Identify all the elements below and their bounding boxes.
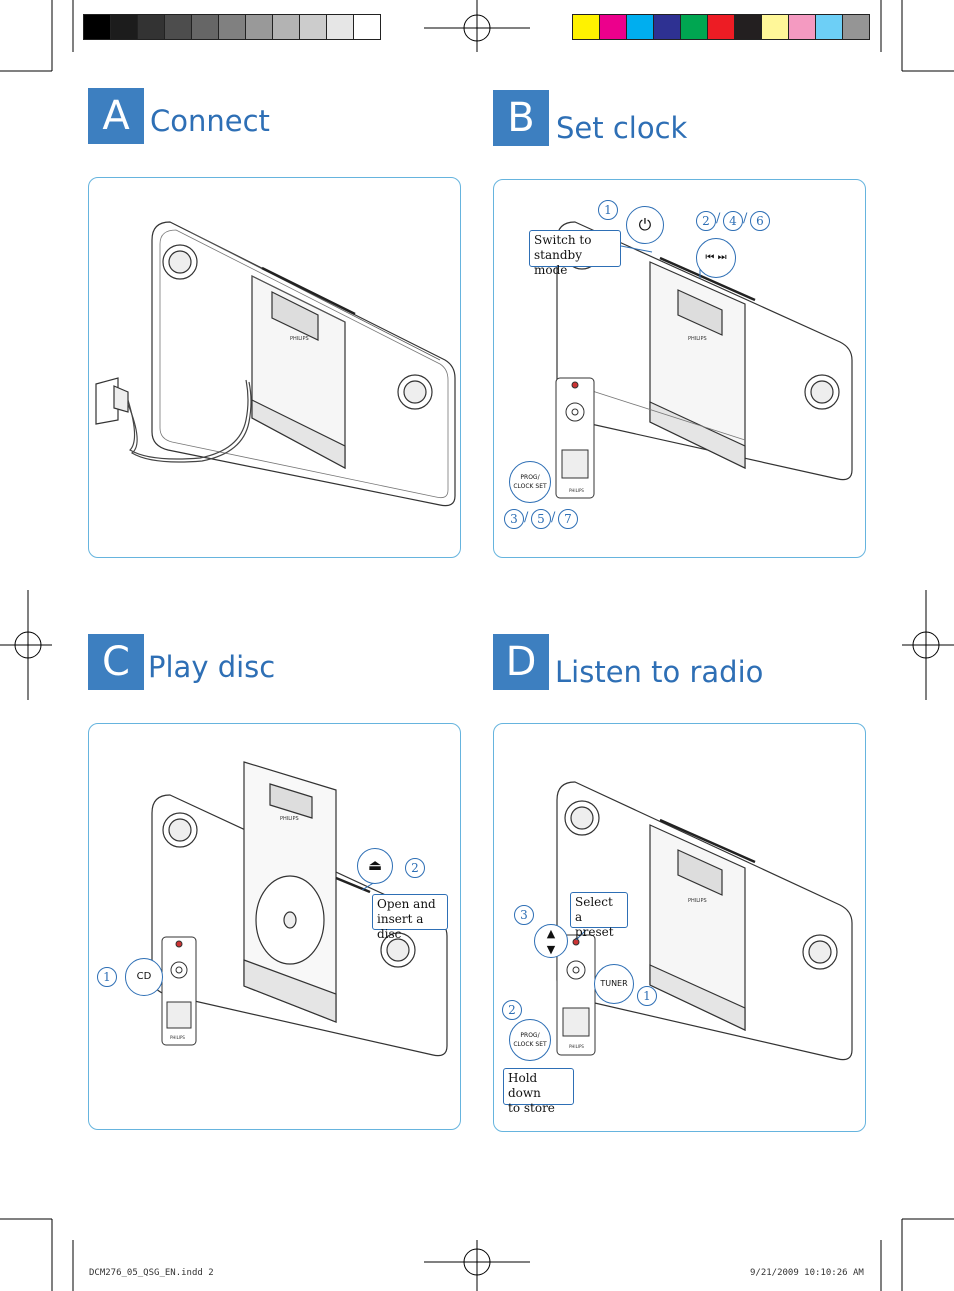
device-brand-a: PHILIPS — [290, 336, 309, 342]
step-number-2: 2 — [405, 858, 425, 878]
section-c-title: Play disc — [148, 650, 276, 684]
calibration-swatch — [734, 14, 762, 40]
remote-brand-b: PHILIPS — [569, 488, 584, 493]
calibration-swatch — [245, 14, 273, 40]
calibration-swatch — [353, 14, 381, 40]
callout-hold-line1: Hold down — [508, 1071, 541, 1100]
step-separator: / — [524, 510, 529, 525]
step-number-3: 3 — [504, 509, 524, 529]
calibration-swatch — [815, 14, 843, 40]
cd-button: CD — [125, 958, 163, 996]
step-separator: / — [716, 211, 721, 226]
calibration-swatch — [110, 14, 138, 40]
calibration-swatch — [788, 14, 816, 40]
step-number-1: 1 — [97, 967, 117, 987]
panel-listen-radio — [493, 723, 866, 1132]
calibration-swatch — [761, 14, 789, 40]
step-number-1: 1 — [598, 200, 618, 220]
step-number-2: 2 — [502, 1000, 522, 1020]
step-number-2: 2 — [696, 211, 716, 231]
calibration-swatch — [326, 14, 354, 40]
calibration-swatch — [599, 14, 627, 40]
prog-label-line2: CLOCK SET — [513, 1041, 547, 1048]
section-d-title: Listen to radio — [555, 655, 764, 689]
preset-up-down-icon: ▲▼ — [534, 924, 568, 958]
step-separator: / — [743, 211, 748, 226]
remote-brand-c: PHILIPS — [170, 1035, 185, 1040]
device-brand-c: PHILIPS — [280, 816, 299, 822]
section-b-title: Set clock — [556, 111, 688, 145]
step-number-6: 6 — [750, 211, 770, 231]
section-c-letter: C — [88, 634, 144, 690]
eject-icon: ⏏ — [357, 848, 393, 884]
callout-select-preset: Select a preset — [570, 892, 628, 939]
section-d-letter: D — [493, 634, 549, 690]
callout-hold-down: Hold down to store — [503, 1068, 574, 1115]
power-icon: ⏻ — [626, 206, 664, 244]
prog-label-line2: CLOCK SET — [513, 483, 547, 490]
section-a-title: Connect — [150, 104, 270, 138]
calibration-swatch — [272, 14, 300, 40]
callout-open-line2: insert a disc — [377, 912, 424, 941]
step-number-7: 7 — [558, 509, 578, 529]
calibration-swatch — [680, 14, 708, 40]
device-brand-d: PHILIPS — [688, 898, 707, 904]
calibration-swatch — [299, 14, 327, 40]
step-separator: / — [551, 510, 556, 525]
footer-filename: DCM276_05_QSG_EN.indd 2 — [89, 1268, 214, 1278]
callout-hold-line2: to store — [508, 1101, 555, 1115]
footer-datetime: 9/21/2009 10:10:26 AM — [750, 1268, 864, 1278]
prog-clock-set-button-b: PROG/ CLOCK SET — [509, 461, 551, 503]
remote-brand-d: PHILIPS — [569, 1044, 584, 1049]
callout-open-insert: Open and insert a disc — [372, 894, 448, 941]
calibration-swatch — [842, 14, 870, 40]
skip-prev-next-icon: ⏮ ⏭ — [696, 238, 736, 278]
calibration-swatch — [653, 14, 681, 40]
callout-select-line2: a preset — [575, 910, 614, 939]
callout-standby: Switch to standby mode — [529, 230, 621, 277]
calibration-swatch — [137, 14, 165, 40]
step-number-1: 1 — [637, 986, 657, 1006]
panel-play-disc — [88, 723, 461, 1130]
callout-open-line1: Open and — [377, 897, 436, 911]
tuner-button: TUNER — [594, 964, 634, 1004]
prog-label-line1: PROG/ — [520, 1032, 540, 1039]
panel-connect — [88, 177, 461, 558]
section-a-letter: A — [88, 88, 144, 144]
callout-standby-line1: Switch to — [534, 233, 592, 247]
calibration-swatch — [164, 14, 192, 40]
device-brand-b: PHILIPS — [688, 336, 707, 342]
step-number-4: 4 — [723, 211, 743, 231]
prog-label-line1: PROG/ — [520, 474, 540, 481]
callout-standby-line2: standby mode — [534, 248, 583, 277]
section-b-letter: B — [493, 90, 549, 146]
calibration-swatch — [191, 14, 219, 40]
prog-clock-set-button-d: PROG/ CLOCK SET — [509, 1019, 551, 1061]
step-number-3: 3 — [514, 905, 534, 925]
calibration-swatch — [626, 14, 654, 40]
callout-select-line1: Select — [575, 895, 613, 909]
calibration-swatch — [572, 14, 600, 40]
step-number-5: 5 — [531, 509, 551, 529]
panel-set-clock — [493, 179, 866, 558]
